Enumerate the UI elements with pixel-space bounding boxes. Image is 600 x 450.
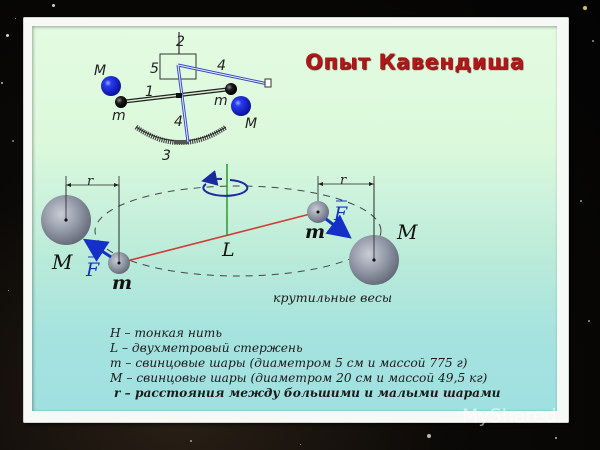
rotation-arrow-icon — [202, 179, 249, 197]
label-r-right: r — [340, 173, 347, 188]
label-M-top-right: M — [245, 116, 257, 132]
legend-item-H: H – тонкая нить — [110, 326, 222, 340]
label-4-top: 4 — [217, 58, 226, 74]
label-M-top-left: M — [94, 63, 106, 79]
label-5: 5 — [150, 61, 159, 77]
legend: H – тонкая нить L – двухметровый стержен… — [110, 326, 501, 401]
label-F-right: F — [333, 203, 348, 225]
label-F-left: F — [85, 259, 100, 281]
force-arrow-left-icon — [82, 238, 112, 262]
slide-title: Опыт Кавендиша — [305, 50, 525, 74]
mirror-housing — [159, 53, 197, 80]
label-2: 2 — [176, 34, 185, 50]
cavendish-apparatus: 2 5 4 1 4 3 M M m m — [94, 32, 272, 164]
label-m-right: m — [305, 221, 325, 243]
label-m-top-right: m — [214, 93, 228, 109]
orbit-ellipse — [94, 185, 382, 277]
big-ball-right — [231, 96, 251, 116]
small-ball-right — [225, 83, 237, 95]
label-3: 3 — [162, 148, 171, 164]
legend-item-r: r – расстояния между большими и малыми ш… — [114, 386, 501, 400]
legend-item-L: L – двухметровый стержень — [110, 341, 303, 355]
label-L: L — [221, 239, 235, 261]
torsion-balance-caption: крутильные весы — [273, 290, 393, 305]
label-M-right: M — [396, 220, 418, 244]
big-ball-left — [101, 76, 121, 96]
label-r-left: r — [87, 174, 94, 189]
scale-target — [264, 78, 272, 88]
label-M-left: M — [51, 250, 73, 274]
force-arrow-right-icon — [325, 214, 352, 239]
torsion-balance: r r M M m m F F L — [41, 164, 418, 294]
label-m-top-left: m — [112, 108, 126, 124]
label-1: 1 — [145, 84, 154, 100]
label-m-left: m — [112, 272, 132, 294]
label-4-bottom: 4 — [174, 114, 183, 130]
rod-L — [118, 211, 319, 264]
small-ball-left — [115, 96, 127, 108]
legend-item-M: M – свинцовые шары (диаметром 20 см и ма… — [110, 371, 488, 385]
legend-item-m: m – свинцовые шары (диаметром 5 см и мас… — [110, 356, 468, 370]
watermark: MyShared — [462, 405, 557, 427]
